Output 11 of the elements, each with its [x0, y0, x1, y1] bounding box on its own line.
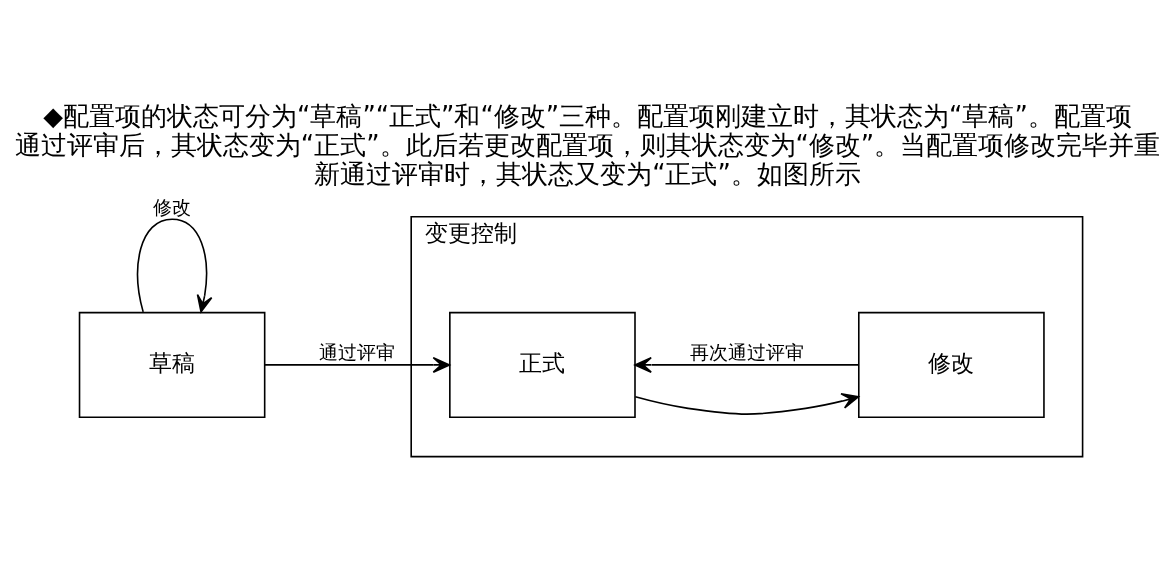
- edge-label: 修改: [153, 195, 192, 219]
- node-box: 正式: [449, 311, 636, 419]
- arrow: [634, 393, 860, 415]
- arrow: [136, 218, 213, 313]
- node-box: 修改: [858, 311, 1045, 419]
- node-box: 草稿: [78, 311, 266, 419]
- arrow: [634, 356, 860, 373]
- edge-label: 通过评审: [319, 341, 396, 365]
- edge-label: 再次通过评审: [689, 341, 804, 365]
- diagram-title: ◆配置项的状态可分为“草稿”“正式”和“修改”三种。配置项刚建立时，其状态为“草稿”。配置项通过评审后，其状态变为“正式”。此后若更改配置项，则其状态变为“修改”。当配置项修改完毕并重新通过评审时，其状态又变为“正式”。如图所示: [14, 101, 1161, 190]
- arrow: [264, 356, 451, 373]
